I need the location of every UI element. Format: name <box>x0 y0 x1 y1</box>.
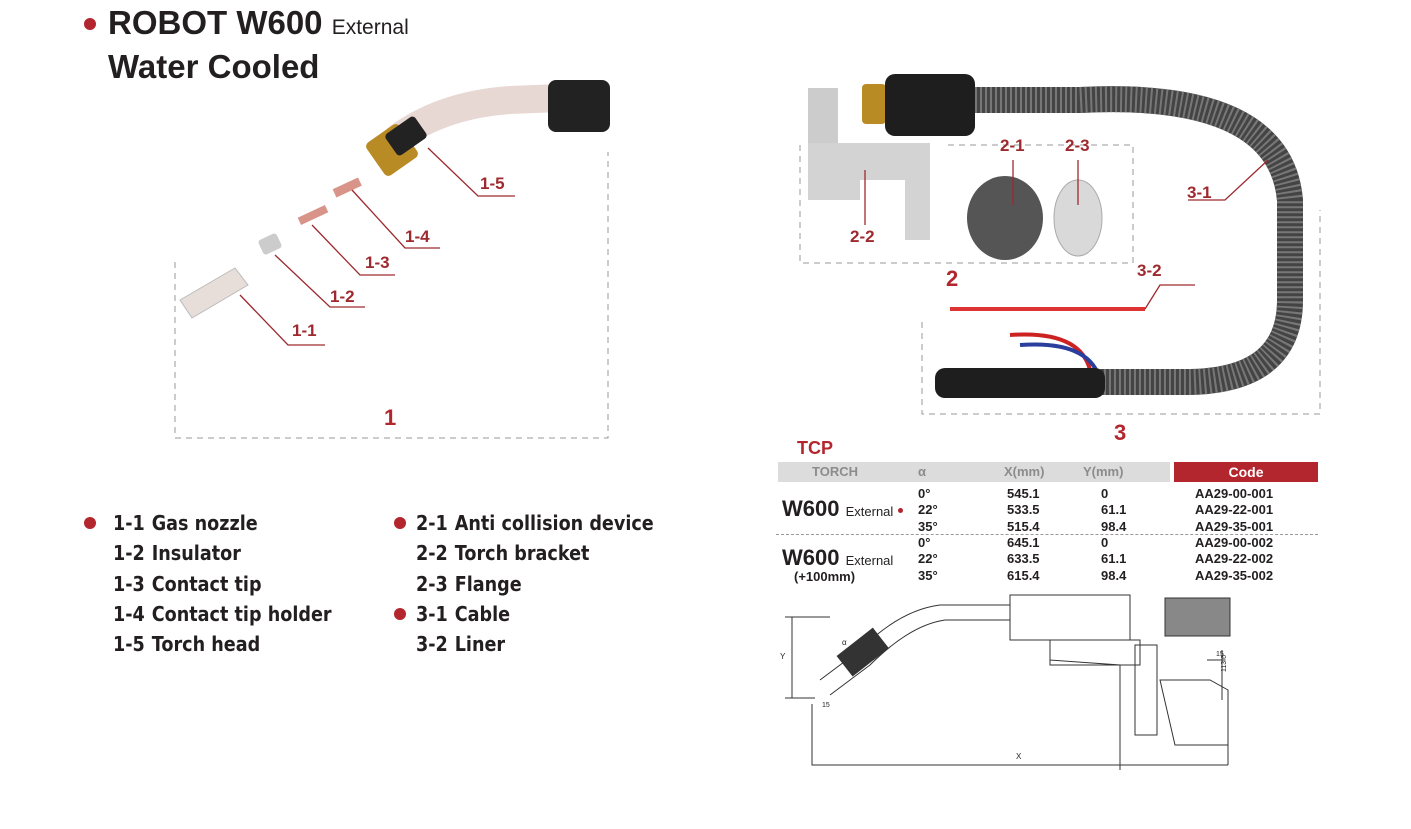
cell-code: AA29-35-002 <box>1195 567 1274 583</box>
cell-x: 615.4 <box>1007 567 1040 583</box>
section-3-label: 3 <box>1114 420 1127 445</box>
cell-y: 98.4 <box>1101 518 1127 534</box>
dim-alpha-label: α <box>842 638 847 647</box>
callout-1-3: 1-3 <box>365 253 390 272</box>
model-name: W600 External <box>782 545 894 570</box>
dimension-drawing <box>785 594 1231 770</box>
cell-code: AA29-00-002 <box>1195 534 1274 550</box>
section-1-label: 1 <box>384 405 397 430</box>
tcp-title: TCP <box>797 438 833 458</box>
cell-y: 0 <box>1101 534 1109 550</box>
recommended-dot <box>898 508 903 513</box>
callout-1-1: 1-1 <box>292 321 317 340</box>
rear-connector-part <box>935 368 1105 398</box>
header-code: Code <box>1174 462 1318 482</box>
connector-part <box>885 74 975 136</box>
cell-y: 61.1 <box>1101 551 1127 567</box>
callout-3-2: 3-2 <box>1137 261 1162 280</box>
section2-box <box>799 144 1134 264</box>
cell-code: AA29-35-001 <box>1195 518 1274 534</box>
group-divider <box>776 534 1318 535</box>
table-header-bg <box>778 462 1170 482</box>
legend-bullet <box>394 608 406 620</box>
dim-15-nozzle: 15 <box>822 702 830 709</box>
cell-code: AA29-00-001 <box>1195 486 1274 501</box>
torch-bracket-part <box>808 143 930 240</box>
cell-code: AA29-22-002 <box>1195 551 1274 567</box>
header-x: X(mm) <box>1004 464 1045 479</box>
torch-head-part <box>366 80 610 176</box>
legend-bullet <box>394 517 406 529</box>
insulator-part <box>258 233 282 255</box>
callout-1-4: 1-4 <box>405 227 430 246</box>
cell-x: 545.1 <box>1007 486 1040 501</box>
anti-collision-device-part <box>967 176 1043 260</box>
dim-y-label: Y <box>780 652 786 661</box>
cell-x: 533.5 <box>1007 502 1040 518</box>
dim-113-6: 113.6 <box>1221 655 1228 672</box>
legend-bullet <box>84 517 96 529</box>
section3-box <box>921 210 1321 415</box>
cell-y: 98.4 <box>1101 567 1127 583</box>
cell-x: 633.5 <box>1007 551 1040 567</box>
section-2-label: 2 <box>946 266 959 291</box>
cell-alpha: 0° <box>918 534 931 550</box>
cell-y: 0 <box>1101 486 1109 501</box>
contact-tip-part <box>297 205 329 225</box>
model-name: W600 External <box>782 496 894 521</box>
cell-x: 645.1 <box>1007 534 1040 550</box>
header-alpha: α <box>918 464 926 479</box>
title-bullet <box>84 18 96 30</box>
section1-box <box>174 152 609 439</box>
bracket-clamp <box>808 88 838 143</box>
header-torch: TORCH <box>812 464 858 479</box>
cell-y: 61.1 <box>1101 502 1127 518</box>
cell-alpha: 0° <box>918 486 931 501</box>
page-title: ROBOT W600 External <box>108 4 409 41</box>
cell-alpha: 22° <box>918 551 938 567</box>
cell-x: 515.4 <box>1007 518 1040 534</box>
header-y: Y(mm) <box>1083 464 1124 479</box>
cell-alpha: 35° <box>918 567 938 583</box>
model-note: (+100mm) <box>794 569 856 584</box>
page-subtitle: Water Cooled <box>108 48 320 85</box>
callout-1-5: 1-5 <box>480 174 505 193</box>
callout-2-1: 2-1 <box>1000 136 1025 155</box>
callout-3-1: 3-1 <box>1187 183 1212 202</box>
cell-code: AA29-22-001 <box>1195 502 1274 518</box>
dim-15-flange: 15 <box>1216 651 1224 658</box>
callout-2-3: 2-3 <box>1065 136 1090 155</box>
cell-alpha: 35° <box>918 518 938 534</box>
contact-tip-holder-part <box>332 177 362 198</box>
cell-alpha: 22° <box>918 502 938 518</box>
gas-nozzle-part <box>179 267 249 319</box>
dim-x-label: X <box>1016 752 1022 761</box>
callout-1-2: 1-2 <box>330 287 355 306</box>
callout-2-2: 2-2 <box>850 227 875 246</box>
